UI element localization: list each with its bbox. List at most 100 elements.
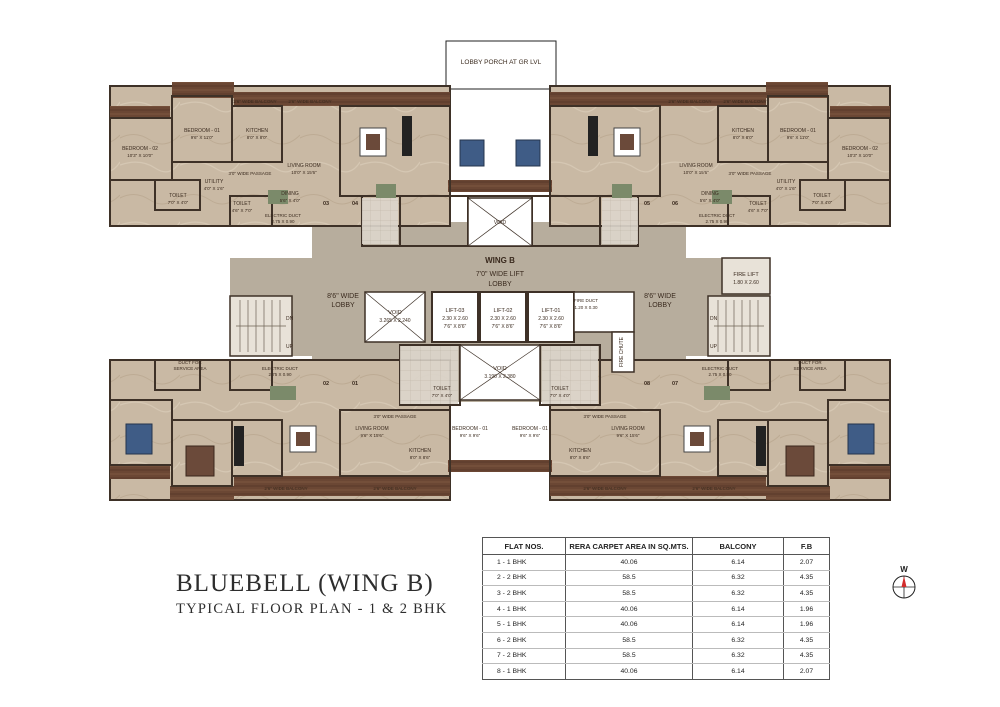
furniture [125,116,875,477]
void-mid-label: VOID [388,310,401,316]
electric-duct-dim-tr: 2.75 X 0.90 [705,219,729,224]
utility-label-tr: UTILITY [777,179,796,185]
toilet-small-dim-tr: 4'6" X 7'0" [748,208,769,213]
cell-balcony: 6.32 [692,585,784,602]
cell-flat: 4 - 1 BHK [482,601,566,618]
kitchen-dim-tr: 8'0" X 8'0" [733,135,754,140]
toilet-dim-b8: 7'0" X 4'0" [550,393,571,398]
fire-lift-label: FIRE LIFT [733,272,759,278]
kitchen-1bhk-dim-b1: 8'0" X 8'6" [410,455,431,460]
lift-03-ft: 7'6" X 8'6" [444,324,467,330]
living-1bhk-dim-b8: 9'6" X 15'6" [617,433,640,438]
balcony-label-tl2: 2'6" WIDE BALCONY [288,99,331,104]
dining-label-tl: DINING [281,191,299,197]
flat-number-05: 05 [644,201,650,207]
dining-dim-tl: 5'6" X 4'0" [280,198,301,203]
stair-left-dn: DN [286,316,294,322]
lift-02 [479,291,527,343]
balcony-label-b2: 2'6" WIDE BALCONY [264,486,307,491]
lift-01-name: LIFT-01 [542,308,561,314]
electric-duct-dim-br: 2.75 X 0.90 [708,372,732,377]
flat-number-06: 06 [672,201,678,207]
staircase-left [229,295,293,357]
cell-fb: 4.35 [783,632,830,649]
toilet-dim-tr: 7'0" X 4'0" [812,200,833,205]
electric-duct-label-br: ELECTRIC DUCT [702,366,738,371]
stair-right-dn: DN [710,316,718,322]
service-duct-label-bl2: SERVICE AREA [174,366,207,371]
cell-fb: 2.07 [783,663,830,680]
living-1bhk-dim-b1: 9'6" X 15'6" [361,433,384,438]
kitchen-1bhk-label-b8: KITCHEN [569,448,591,454]
plan-title: BLUEBELL (WING B) [176,570,434,597]
toilet-label-b1: TOILET [433,386,450,392]
electric-duct-label-tr: ELECTRIC DUCT [699,213,735,218]
kitchen-label-tr: KITCHEN [732,128,754,134]
electric-duct-dim-bl: 2.75 X 0.90 [268,372,292,377]
void-low-label: VOID [493,366,506,372]
toilet-label-b8: TOILET [551,386,568,392]
balcony-label-b1: 2'6" WIDE BALCONY [373,486,416,491]
cell-balcony: 6.14 [692,554,784,571]
toilet-dim-tl: 7'0" X 4'0" [168,200,189,205]
cell-fb: 4.35 [783,585,830,602]
utility-label-tl: UTILITY [205,179,224,185]
flat-number-08: 08 [644,381,650,387]
passage-label-b1: 3'0" WIDE PASSAGE [374,414,417,419]
bedroom-01-label-tl: BEDROOM - 01 [184,128,220,134]
service-duct-label-bl: DUCT FOR [178,360,202,365]
lift-03 [431,291,479,343]
cell-fb: 2.07 [783,554,830,571]
toilet-label-tr: TOILET [813,193,830,199]
right-lobby-label-2: LOBBY [648,302,672,309]
living-dim-tr: 10'0" X 15'6" [683,170,709,175]
lobby-porch-label: LOBBY PORCH AT GR LVL [461,59,542,66]
cell-fb: 4.35 [783,570,830,587]
left-lobby-label-1: 8'6" WIDE [327,293,359,300]
balconies [110,82,890,500]
bedroom-01-label-tr: BEDROOM - 01 [780,128,816,134]
floor-plan-drawing: LOBBY PORCH AT GR LVL WING B 7'0" WIDE L… [109,40,891,501]
bedroom-02-label-tr: BEDROOM - 02 [842,146,878,152]
bedroom-02-dim-tr: 10'3" X 10'0" [847,153,873,158]
balcony-label-b8: 2'6" WIDE BALCONY [583,486,626,491]
flat-number-02: 02 [323,381,329,387]
compass-label: W [900,565,908,574]
cell-area: 40.06 [565,601,693,618]
toilet-label-tl: TOILET [169,193,186,199]
lobby-porch [445,40,557,90]
kitchen-1bhk-label-b1: KITCHEN [409,448,431,454]
title-block: BLUEBELL (WING B) TYPICAL FLOOR PLAN - 1… [176,570,448,618]
fire-lift-dim: 1.80 X 2.60 [733,280,759,286]
header-flat-nos: FLAT NOS. [482,537,566,555]
passage-label-tr: 3'0" WIDE PASSAGE [729,171,772,176]
cell-balcony: 6.14 [692,663,784,680]
electric-duct-label-bl: ELECTRIC DUCT [262,366,298,371]
flat-number-07: 07 [672,381,678,387]
balcony-label-tl: 2'6" WIDE BALCONY [233,99,276,104]
cell-area: 58.5 [565,632,693,649]
bedroom-1bhk-label-b8: BEDROOM - 01 [512,426,548,432]
fire-chute-label: FIRE CHUTE [619,336,625,367]
bedroom-1bhk-label-b1: BEDROOM - 01 [452,426,488,432]
area-table-header: FLAT NOS. RERA CARPET AREA IN SQ.MTS. BA… [482,537,830,555]
fire-duct-box [573,291,635,333]
lift-02-dim: 2.30 X 2.60 [490,316,516,322]
lift-03-dim: 2.30 X 2.60 [442,316,468,322]
bedroom-1bhk-dim-b8: 9'6" X 9'6" [520,433,541,438]
plan-subtitle: TYPICAL FLOOR PLAN - 1 & 2 BHK [176,601,448,617]
passage-label-b8: 3'0" WIDE PASSAGE [584,414,627,419]
living-label-tl: LIVING ROOM [287,163,320,169]
toilet-dim-b1: 7'0" X 4'0" [432,393,453,398]
wing-label: WING B [485,256,515,265]
void-mid-dim: 3.265 X 2.240 [379,318,410,324]
cell-balcony: 6.32 [692,648,784,665]
bedroom-1bhk-dim-b1: 9'6" X 9'6" [460,433,481,438]
cell-fb: 1.96 [783,616,830,633]
cell-area: 40.06 [565,554,693,571]
cell-flat: 3 - 2 BHK [482,585,566,602]
